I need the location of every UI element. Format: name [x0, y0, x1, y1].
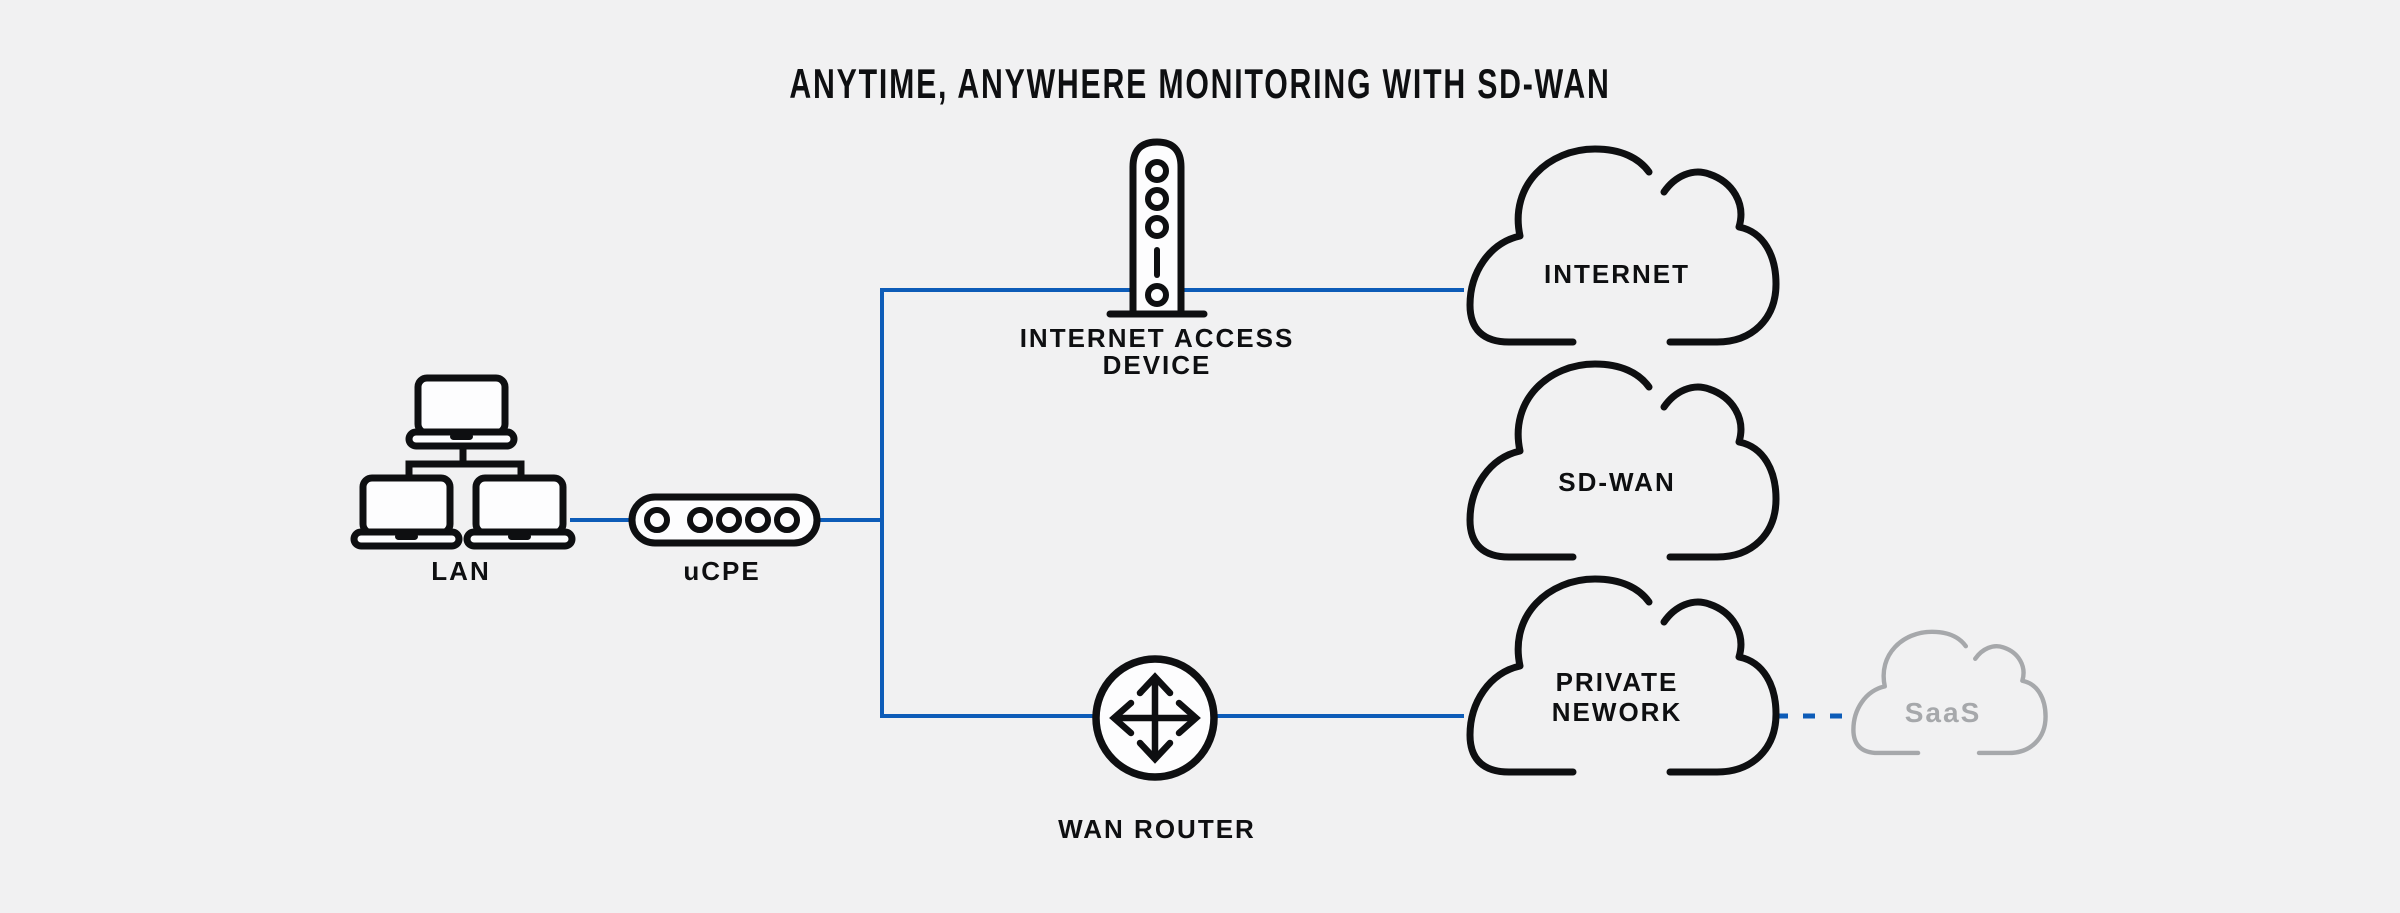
saas-cloud-label: SaaS — [1905, 697, 1982, 728]
wan-router-icon — [1092, 655, 1218, 781]
internet-access-device-icon — [1106, 138, 1208, 318]
laptop-top — [409, 378, 514, 446]
wan-router-label: WAN ROUTER — [1058, 814, 1256, 844]
ucpe-appliance-icon — [628, 493, 821, 547]
laptop-left — [354, 478, 459, 546]
internet-access-device-label-line1: INTERNET ACCESS — [1020, 323, 1295, 353]
ucpe-label: uCPE — [683, 556, 760, 586]
private-network-cloud-label-line2: NEWORK — [1552, 697, 1682, 727]
internet-cloud-label: INTERNET — [1544, 259, 1690, 289]
lan-label: LAN — [431, 556, 490, 586]
laptop-right — [467, 478, 572, 546]
lan-laptops-icon — [354, 378, 572, 546]
sdwan-cloud-label: SD-WAN — [1558, 467, 1675, 497]
diagram-title: ANYTIME, ANYWHERE MONITORING WITH SD-WAN — [789, 60, 1611, 107]
internet-cloud-icon — [1470, 149, 1776, 342]
saas-cloud-icon — [1853, 632, 2045, 753]
internet-access-device-label-line2: DEVICE — [1103, 350, 1212, 380]
private-network-cloud-label-line1: PRIVATE — [1556, 667, 1679, 697]
sdwan-cloud-icon — [1470, 364, 1776, 557]
